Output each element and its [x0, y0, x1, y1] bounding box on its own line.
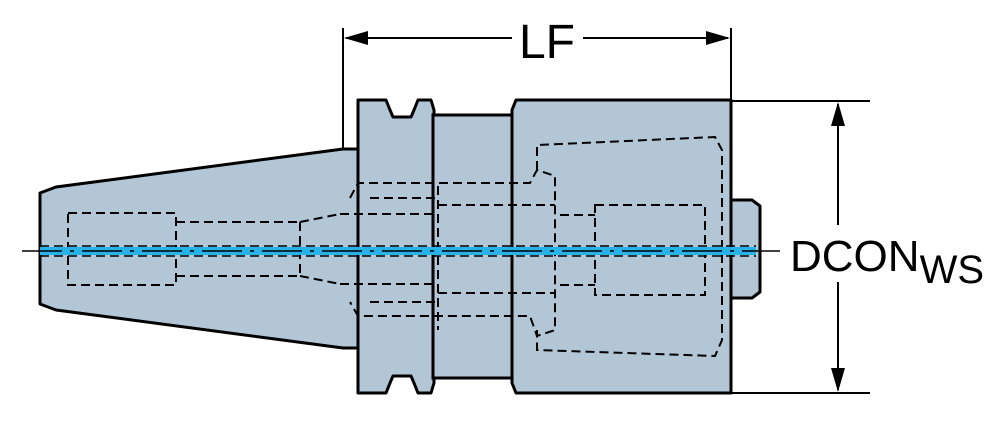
arrow-right-icon: [706, 31, 730, 45]
diameter-subscript: WS: [920, 248, 984, 292]
arrow-up-icon: [831, 102, 845, 126]
lf-dimension: LF: [344, 16, 730, 69]
extension-lines: [342, 28, 870, 394]
length-label: LF: [519, 16, 575, 69]
diameter-label: DCONWS: [790, 232, 984, 292]
arrow-left-icon: [344, 31, 368, 45]
arrow-down-icon: [831, 368, 845, 392]
dcon-dimension: DCONWS: [790, 102, 984, 392]
